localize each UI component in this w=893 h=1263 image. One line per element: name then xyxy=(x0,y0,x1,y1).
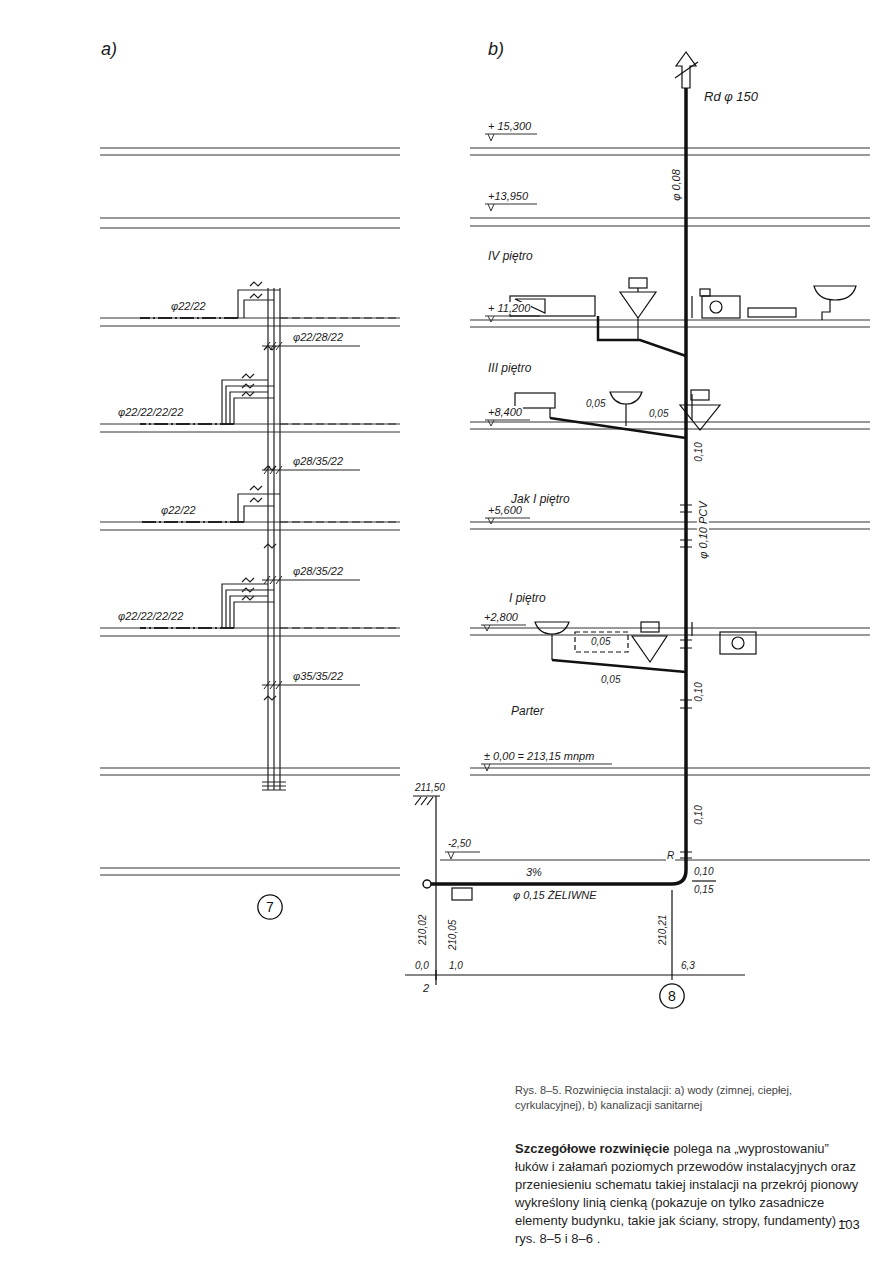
vertical-dimension: 0,10 xyxy=(693,681,704,702)
annotation-text: Parter xyxy=(510,705,545,718)
shelf xyxy=(748,308,796,317)
washing-machine xyxy=(720,632,756,654)
annotation-text: I piętro xyxy=(508,592,547,605)
callout-number: 7 xyxy=(266,900,274,914)
annotation-text: 0,05 xyxy=(600,674,621,685)
annotation-text: III piętro xyxy=(487,362,532,375)
sink-trap xyxy=(522,408,550,418)
toilet xyxy=(632,636,667,662)
annotation-text: φ22/22/22/22 xyxy=(117,406,184,418)
annotation-text: φ28/35/22 xyxy=(292,455,344,467)
annotation-text: 0,05 xyxy=(590,636,611,647)
washbasin xyxy=(610,392,642,426)
sewage-stack xyxy=(431,88,686,884)
ground-line xyxy=(413,796,440,805)
annotation-text: -2,50 xyxy=(447,838,472,849)
washing-machine xyxy=(702,296,740,318)
valve-box xyxy=(700,289,710,296)
floor-lines xyxy=(440,148,870,860)
annotation-text: ± 0,00 = 213,15 mnpm xyxy=(483,750,595,762)
vertical-dimension: φ 0,10 PCV xyxy=(697,500,709,559)
fraction-bar xyxy=(692,880,716,881)
callout-number: 8 xyxy=(668,989,676,1003)
vertical-dimension: 0,10 xyxy=(693,441,704,462)
drain-pipe xyxy=(552,660,686,672)
floor-lines xyxy=(100,148,400,875)
annotation-text: φ22/22/22/22 xyxy=(117,610,184,622)
annotation-text: 1,0 xyxy=(448,960,464,971)
annotation-text: R xyxy=(666,850,675,861)
annotation-text: + 11,200 xyxy=(487,302,531,314)
vent-mark xyxy=(675,62,698,78)
annotation-text: 0,10 xyxy=(693,866,714,877)
toilet-tank xyxy=(629,278,647,288)
annotation-text: 0,0 xyxy=(414,960,430,971)
paragraph-text: polega na „wyprostowaniu” łuków i załama… xyxy=(515,1141,858,1246)
annotation-text: 0,05 xyxy=(585,398,606,409)
annotation-text: +8,400 xyxy=(487,406,523,418)
annotation-text: + 15,300 xyxy=(487,120,532,132)
level-marks xyxy=(445,134,612,859)
annotation-text: φ22/22 xyxy=(170,300,207,312)
annotation-text: φ22/28/22 xyxy=(292,331,344,343)
vertical-dimension: 210,02 xyxy=(417,914,428,947)
toilet xyxy=(620,288,656,340)
annotation-text: a) xyxy=(100,40,118,60)
vertical-dimension: 210,05 xyxy=(447,919,458,952)
drain-pipe xyxy=(598,316,686,356)
annotation-text: 3% xyxy=(525,866,543,878)
leader-lines xyxy=(262,342,360,689)
vertical-dimension: φ 0,08 xyxy=(670,168,682,202)
branch-pipe xyxy=(280,318,400,628)
toilet xyxy=(680,405,720,430)
wall-line xyxy=(435,796,436,985)
callout-circle: 8 xyxy=(659,983,685,1009)
washbasin xyxy=(814,286,856,320)
water-branch xyxy=(222,290,280,628)
figure-caption: Rys. 8–5. Rozwinięcia instalacji: a) wod… xyxy=(515,1083,860,1113)
washing-machine-door xyxy=(710,301,722,313)
annotation-text: 2 xyxy=(422,982,430,994)
annotation-text: φ28/35/22 xyxy=(292,565,344,577)
body-paragraph: Szczegółowe rozwinięciepolega na „wypros… xyxy=(515,1140,863,1248)
annotation-text: 0,05 xyxy=(648,408,669,419)
stack-marks xyxy=(680,296,692,858)
annotation-text: 6,3 xyxy=(680,960,696,971)
vertical-dimension: 0,10 xyxy=(693,804,704,825)
annotation-text: φ35/35/22 xyxy=(292,670,344,682)
drain-pipe xyxy=(550,418,686,438)
dimension-line xyxy=(405,890,745,980)
pipe-end xyxy=(423,880,431,888)
washing-machine-door xyxy=(732,637,744,649)
callout-circle: 7 xyxy=(257,894,283,920)
bathtub-hidden xyxy=(575,632,628,652)
annotation-text: IV piętro xyxy=(487,250,534,263)
annotation-text: φ22/22 xyxy=(160,504,197,516)
footing xyxy=(452,888,472,900)
annotation-text: Rd φ 150 xyxy=(703,90,759,104)
annotation-text: b) xyxy=(487,40,505,60)
valve-symbols xyxy=(242,282,276,700)
annotation-text: +2,800 xyxy=(483,611,519,623)
annotation-text: 0,15 xyxy=(693,884,714,895)
water-risers xyxy=(262,288,286,790)
toilet-tank xyxy=(691,390,709,400)
annotation-text: 211,50 xyxy=(414,782,446,793)
washbasin xyxy=(535,622,569,660)
toilet-tank xyxy=(641,622,659,632)
annotation-text: +5,600 xyxy=(487,504,523,516)
vertical-dimension: 210,21 xyxy=(657,914,668,947)
annotation-text: φ 0,15 ŻELIWNE xyxy=(512,889,598,901)
branch-pipe xyxy=(140,318,244,628)
annotation-text: +13,950 xyxy=(487,190,529,202)
bold-term: Szczegółowe rozwinięcie xyxy=(515,1141,670,1156)
